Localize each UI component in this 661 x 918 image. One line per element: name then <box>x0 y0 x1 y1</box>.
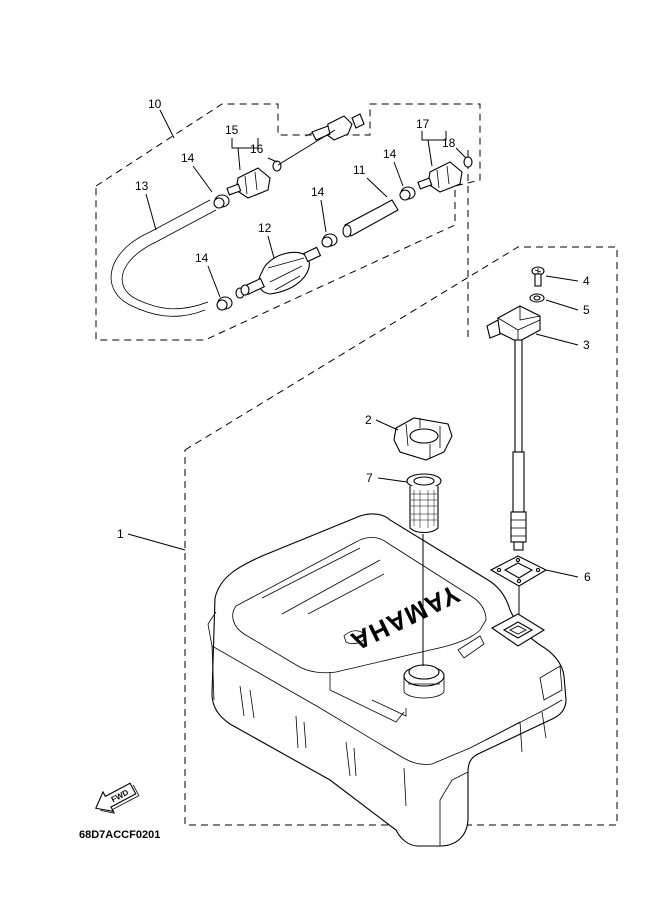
hose-clip-14d <box>216 296 233 311</box>
fuel-hose-11 <box>342 199 399 238</box>
callout-10: 10 <box>148 97 162 111</box>
fwd-arrow: FWD <box>95 782 140 814</box>
fuel-hose-13 <box>110 199 217 317</box>
callout-13: 13 <box>135 179 149 193</box>
screw-4 <box>531 266 545 287</box>
callout-6: 6 <box>584 570 591 584</box>
callout-18: 18 <box>442 136 456 150</box>
callout-4: 4 <box>583 274 590 288</box>
callout-labels: 10 15 16 14 13 11 14 14 12 14 17 18 4 5 … <box>117 97 591 584</box>
hose-clip-14a <box>213 194 230 209</box>
callout-14-c: 14 <box>311 185 325 199</box>
fuel-cap-2 <box>393 417 453 461</box>
engine-fitting <box>305 113 365 141</box>
fuel-connector-15 <box>226 160 282 199</box>
tank-assembly-boundary <box>184 246 618 826</box>
fuel-connector-17 <box>417 156 473 193</box>
callout-3: 3 <box>583 338 590 352</box>
callout-12: 12 <box>258 221 272 235</box>
callout-16: 16 <box>250 142 264 156</box>
callout-11: 11 <box>353 163 366 177</box>
callout-14-d: 14 <box>195 251 209 265</box>
strainer-7 <box>406 473 442 534</box>
gasket-6 <box>489 555 548 587</box>
hose-clip-14b <box>399 186 416 201</box>
callout-5: 5 <box>583 303 590 317</box>
hose-clip-14c <box>321 233 338 248</box>
callout-14-b: 14 <box>383 147 397 161</box>
callout-2: 2 <box>365 413 372 427</box>
fuel-tank-1: YAMAHA <box>207 513 567 847</box>
hose-kit-boundary <box>95 103 481 341</box>
callout-17: 17 <box>416 117 430 131</box>
washer-5 <box>529 293 545 303</box>
fuel-gauge-3 <box>486 305 541 551</box>
drawing-code: 68D7ACCF0201 <box>79 829 160 841</box>
leader-lines <box>127 109 579 666</box>
primer-bulb-12 <box>235 246 322 299</box>
callout-15: 15 <box>225 123 239 137</box>
callout-7: 7 <box>366 471 373 485</box>
callout-14-a: 14 <box>181 151 195 165</box>
callout-1: 1 <box>117 527 124 541</box>
